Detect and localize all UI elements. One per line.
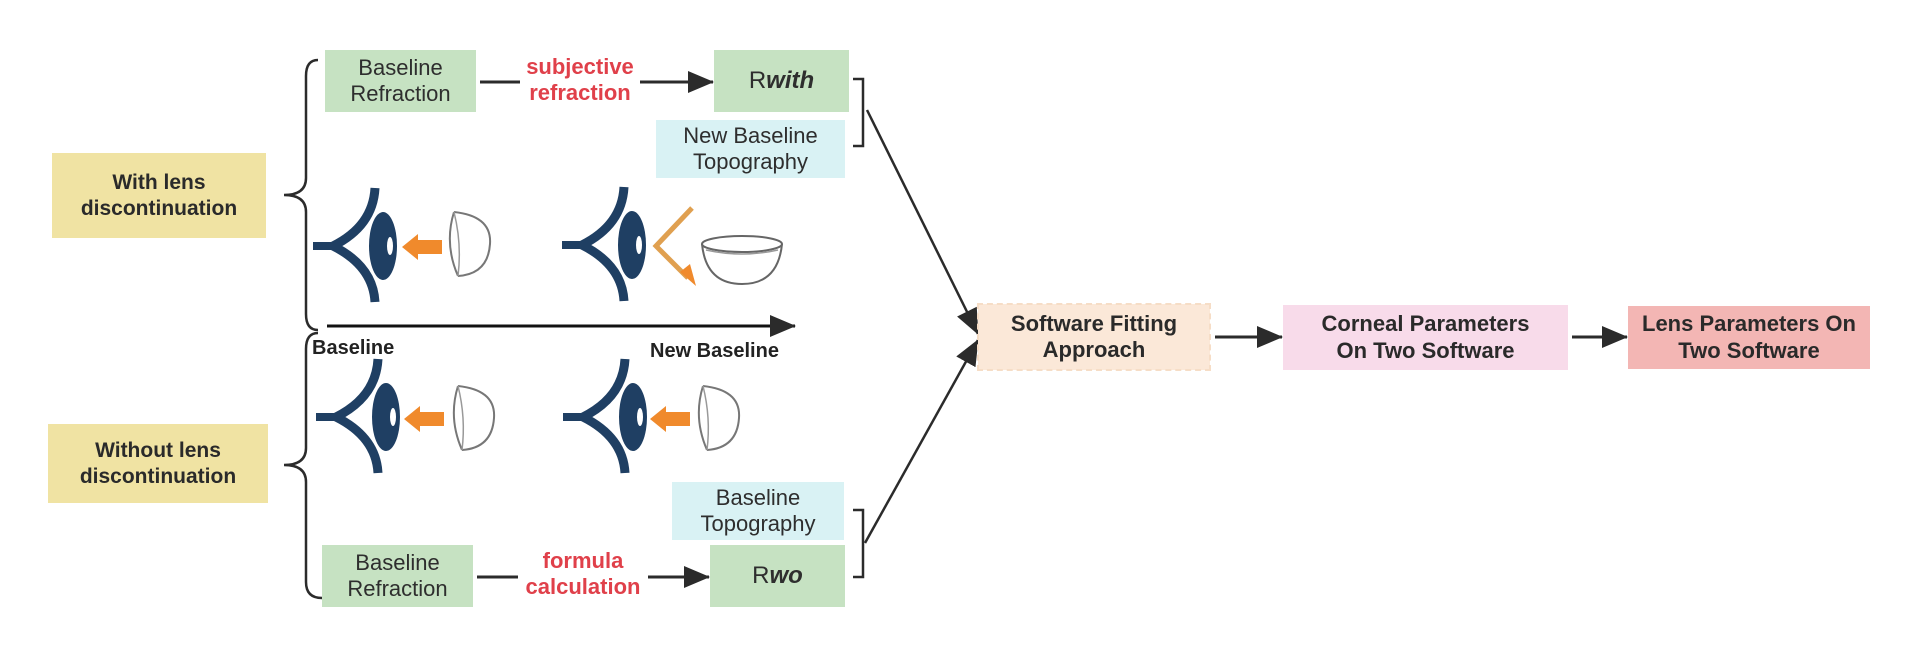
lens-parameters-box: Lens Parameters On Two Software [1628,306,1870,369]
without-lens-group-label: Without lens discontinuation [48,424,268,503]
eye-icon [316,358,400,474]
r-with-subscript: with [766,66,815,94]
eye-icon [313,187,397,303]
r-wo-subscript: wo [769,561,803,589]
insert-arrow-icon [404,406,444,432]
formula-calculation-label: formula calculation [518,548,648,601]
insert-arrow-icon [402,234,442,260]
timeline-end-label: New Baseline [650,340,779,362]
brace-with-lens [283,58,319,332]
bracket-without [853,508,865,579]
subjective-refraction-label: subjective refraction [520,54,640,107]
with-lens-group-label: With lens discontinuation [52,153,266,238]
without-baseline-refraction-box: Baseline Refraction [322,545,473,607]
brace-without-lens [283,331,323,600]
insert-arrow-icon [650,406,690,432]
without-to-software-arrow [863,339,980,544]
timeline-start-label: Baseline [312,337,395,359]
eye-icon [562,186,646,302]
software-fitting-approach-box: Software Fitting Approach [977,303,1211,371]
eye-icon [563,358,647,474]
r-wo-prefix: R [752,561,770,589]
bracket-with [853,77,865,148]
contact-lens-icon [448,211,492,277]
contact-lens-icon [697,385,741,451]
remove-arrow-icon [652,206,696,286]
baseline-topography-box: Baseline Topography [672,482,844,540]
contact-lens-bowl-icon [701,235,783,286]
new-baseline-topography-box: New Baseline Topography [656,120,845,178]
with-to-software-arrow [865,109,980,335]
with-baseline-refraction-box: Baseline Refraction [325,50,476,112]
corneal-parameters-box: Corneal Parameters On Two Software [1283,305,1568,370]
r-with-prefix: R [748,66,767,94]
contact-lens-icon [452,385,496,451]
